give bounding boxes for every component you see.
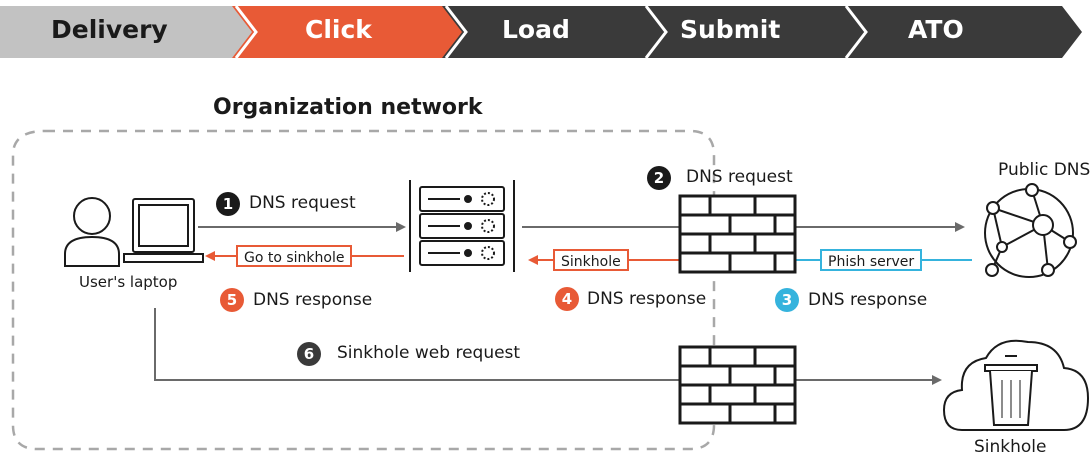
step2-label: DNS request xyxy=(686,167,793,187)
firewall-bottom-icon xyxy=(678,345,797,425)
step3-label: DNS response xyxy=(808,290,928,310)
stage-load: Load xyxy=(502,15,570,44)
organization-network-title: Organization network xyxy=(213,95,483,120)
stage-delivery-shape xyxy=(0,6,256,58)
users-laptop-label: User's laptop xyxy=(79,273,178,291)
arrow-step6-sinkhole-web-request xyxy=(154,308,680,381)
stage-submit: Submit xyxy=(680,15,781,44)
stage-bar xyxy=(0,5,1082,59)
stage-delivery: Delivery xyxy=(51,15,168,44)
public-dns-icon xyxy=(984,183,1077,278)
step5-badge: 5 xyxy=(220,288,244,312)
stage-ato-shape xyxy=(842,6,1082,58)
user-icon xyxy=(64,197,120,267)
stage-click-shape xyxy=(232,6,466,58)
step4-label: DNS response xyxy=(587,289,707,309)
stage-ato: ATO xyxy=(908,15,964,44)
stage-submit-shape xyxy=(642,6,866,58)
dns-server-icon xyxy=(409,180,515,272)
organization-network-boundary xyxy=(11,129,716,451)
step2-badge: 2 xyxy=(647,166,671,190)
public-dns-label: Public DNS xyxy=(998,160,1091,180)
step6-label: Sinkhole web request xyxy=(337,343,521,363)
step5-label: DNS response xyxy=(253,290,373,310)
step1-label: DNS request xyxy=(249,193,356,213)
sinkhole-icon xyxy=(942,339,1090,431)
step3-badge: 3 xyxy=(775,288,799,312)
phish-server-box: Phish server xyxy=(820,249,923,271)
sinkhole-response-box: Sinkhole xyxy=(553,249,629,271)
stage-click: Click xyxy=(305,15,372,44)
go-to-sinkhole-box: Go to sinkhole xyxy=(236,245,353,267)
laptop-icon xyxy=(123,198,204,263)
sinkhole-label: Sinkhole xyxy=(974,437,1047,457)
firewall-top-icon xyxy=(678,194,797,274)
stage-load-shape xyxy=(442,6,666,58)
step1-badge: 1 xyxy=(216,192,240,216)
step6-badge: 6 xyxy=(297,342,321,366)
step4-badge: 4 xyxy=(555,287,579,311)
